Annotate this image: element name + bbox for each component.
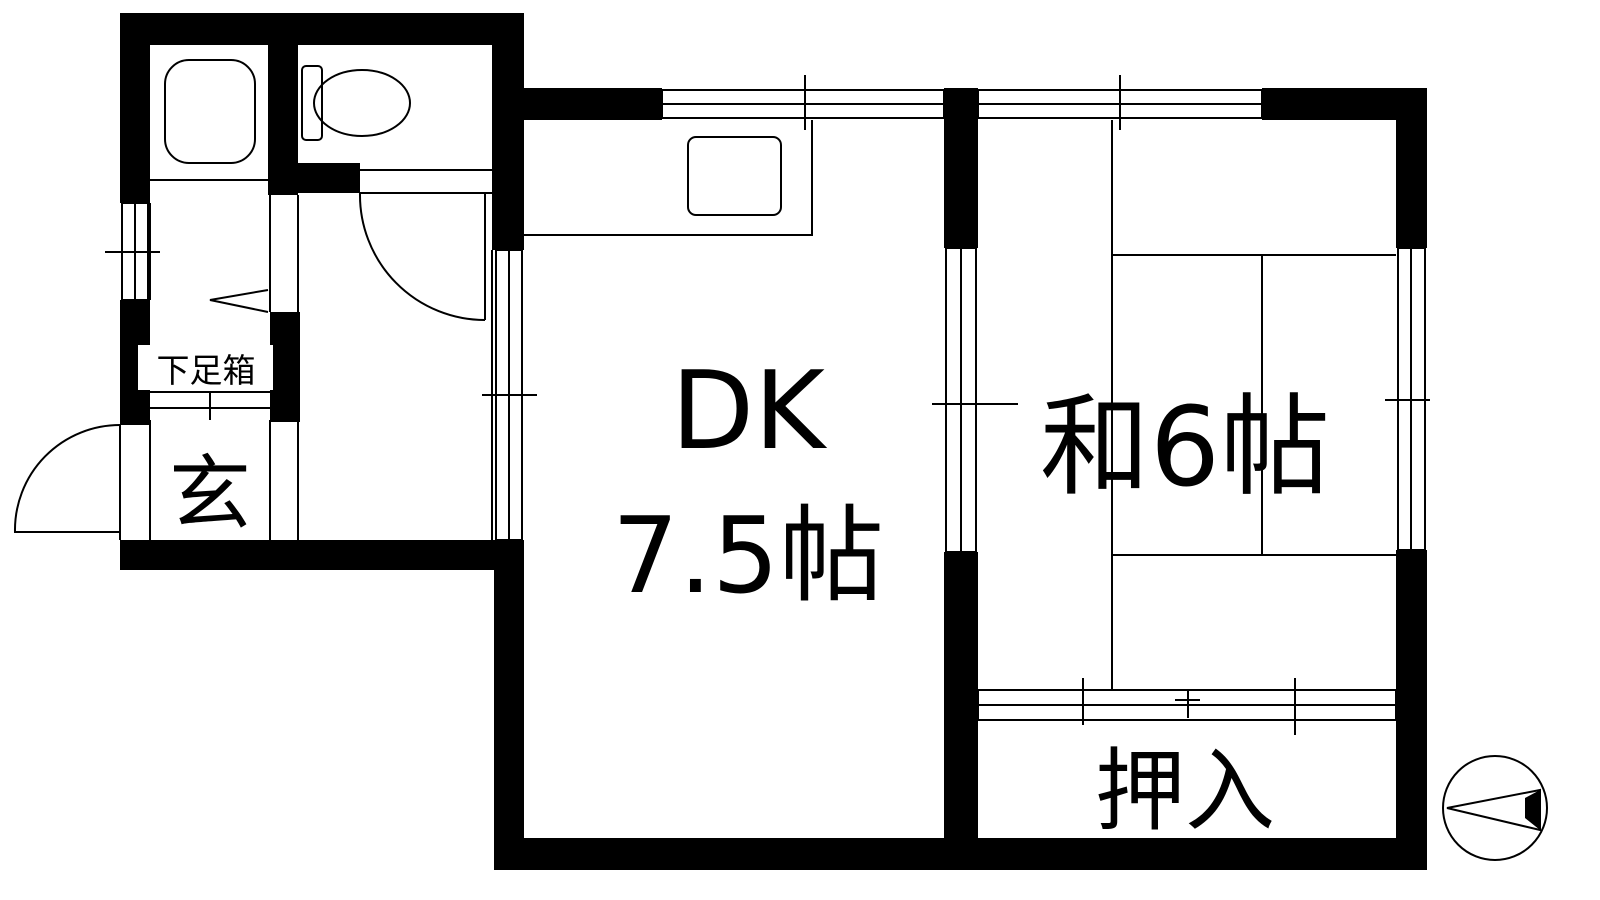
bathtub-icon (164, 59, 256, 164)
north-arrow-icon (1442, 755, 1548, 861)
getabako-label: 下足箱 (157, 351, 256, 390)
toilet-icon (301, 65, 411, 141)
interior-lines (119, 120, 1396, 691)
sink-icon (687, 136, 782, 216)
getabako-box (138, 345, 273, 390)
entrance-door-swing (13, 424, 121, 533)
door-swing (358, 192, 486, 321)
genkan-label: 玄 (169, 447, 251, 542)
walls (120, 13, 1427, 870)
dk-room-size: 7.5帖 (612, 495, 884, 617)
fixtures (13, 59, 782, 533)
windows (105, 75, 1430, 735)
oshiire-label: 押入 (1095, 739, 1275, 844)
washitsu-label: 和6帖 (1040, 383, 1330, 511)
dk-room-name: DK (671, 349, 828, 474)
